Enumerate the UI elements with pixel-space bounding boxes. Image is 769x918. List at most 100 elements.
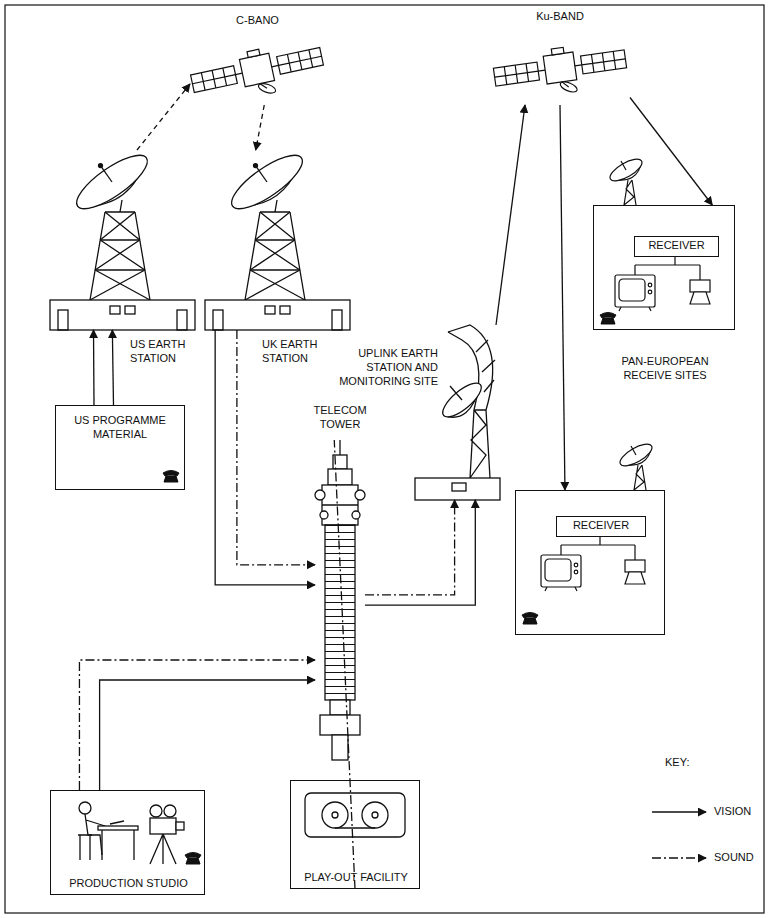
telecom-tower-drawing [339, 440, 340, 455]
connector [560, 105, 565, 490]
uk-earth-station-drawing [205, 146, 350, 330]
legend-label: SOUND [714, 851, 754, 865]
studio-drawing [164, 805, 176, 817]
connector [100, 680, 315, 790]
connector [365, 500, 475, 605]
playout-drawing [305, 793, 405, 837]
group-label: PAN-EUROPEAN RECEIVE SITES [600, 355, 730, 383]
studio-drawing [150, 818, 176, 834]
telecom-tower-drawing [352, 511, 360, 519]
node-label: PRODUCTION STUDIO [51, 877, 206, 891]
connector [496, 105, 525, 325]
studio-drawing [150, 805, 162, 817]
playout-drawing [335, 827, 375, 828]
us-earth-station-drawing [50, 146, 195, 330]
playout-drawing [305, 793, 405, 837]
uplink-station-drawing [470, 410, 490, 478]
studio-drawing [79, 802, 91, 814]
connector [112, 330, 113, 405]
telecom-tower-drawing [325, 525, 355, 700]
studio-drawing [98, 826, 138, 830]
receive-site-equipment [615, 275, 655, 311]
satellite: C-BANO [190, 35, 325, 105]
telecom-tower-drawing [322, 504, 358, 505]
connector [334, 440, 355, 889]
telecom-tower-drawing [328, 469, 352, 485]
telephone-icon [185, 853, 201, 865]
uplink-station-drawing [438, 378, 486, 423]
node-label: UK EARTH STATION [262, 338, 347, 366]
playout-box: PLAY-OUT FACILITY [290, 780, 420, 889]
receive-site-equipment [617, 440, 655, 490]
node-label: RECEIVER [557, 519, 645, 533]
receive-site-equipment [625, 560, 645, 584]
connector [79, 660, 315, 790]
receive-site-box: RECEIVER [515, 490, 665, 635]
telecom-tower-drawing [320, 715, 360, 735]
connector [93, 330, 95, 405]
connector [630, 98, 712, 206]
c-band-satellite [188, 37, 327, 111]
studio-drawing [150, 834, 176, 864]
receive-site-equipment [600, 313, 616, 325]
telecom-tower: TELECOM TOWER [315, 440, 365, 760]
uplink-station-drawing [415, 478, 500, 500]
telecom-tower-drawing [355, 490, 365, 500]
earth-station: UK EARTH STATION [205, 150, 350, 330]
legend-sample [652, 857, 706, 858]
node-label: US EARTH STATION [130, 338, 210, 366]
node-label: US PROGRAMME MATERIAL [62, 414, 178, 442]
telecom-tower-drawing [315, 490, 325, 500]
connector [256, 105, 265, 150]
node-label: UPLINK EARTH STATION AND MONITORING SITE [330, 347, 438, 388]
receive-site-equipment [522, 613, 538, 625]
telephone-icon [163, 471, 201, 865]
receive-site-equipment [522, 155, 710, 624]
receive-site-box: RECEIVER [593, 205, 735, 330]
receiver-box: RECEIVER [634, 236, 719, 257]
studio-box: PRODUCTION STUDIO [50, 790, 205, 895]
ku-band-satellite [492, 39, 629, 105]
connector [215, 330, 315, 585]
receive-site-equipment [541, 555, 581, 591]
playout-drawing [332, 812, 338, 818]
telecom-tower-drawing [320, 511, 328, 519]
legend-sample [652, 811, 706, 812]
uplink-station-drawing [450, 386, 462, 400]
legend-title: KEY: [665, 756, 725, 770]
node-label: TELECOM TOWER [295, 404, 385, 432]
telecom-tower-drawing [322, 485, 358, 525]
us-earth-station-drawing [50, 146, 195, 330]
studio-drawing [78, 830, 134, 860]
playout-drawing [362, 802, 388, 828]
connector [237, 330, 315, 565]
telecom-tower-drawing [332, 735, 348, 760]
connector [137, 84, 190, 150]
receive-site-equipment [690, 280, 710, 304]
playout-drawing [372, 812, 378, 818]
studio-drawing [176, 822, 184, 830]
frame [5, 5, 764, 913]
source-box: US PROGRAMME MATERIAL [55, 405, 185, 490]
ku-band-satellite [492, 39, 629, 105]
connector [365, 500, 455, 595]
studio-drawing [78, 802, 184, 864]
node-label: C-BANO [190, 14, 325, 28]
telecom-tower-drawing [315, 440, 365, 760]
playout-drawing [322, 802, 348, 828]
studio-drawing [110, 821, 124, 824]
receive-site-equipment [607, 155, 645, 205]
uplink-station-drawing [452, 483, 466, 491]
uplink-station: UPLINK EARTH STATION AND MONITORING SITE [415, 325, 505, 500]
receiver-box: RECEIVER [556, 516, 646, 537]
node-label: PLAY-OUT FACILITY [286, 871, 426, 885]
node-label: RECEIVER [635, 239, 718, 253]
satellite: Ku-BAND [490, 30, 630, 105]
c-band-satellite [188, 37, 327, 111]
uk-earth-station-drawing [205, 146, 350, 330]
node-label: Ku-BAND [490, 10, 630, 24]
legend-sample [652, 812, 706, 858]
telephone-icon [163, 471, 179, 483]
legend-label: VISION [714, 805, 751, 819]
earth-station: US EARTH STATION [50, 150, 195, 330]
